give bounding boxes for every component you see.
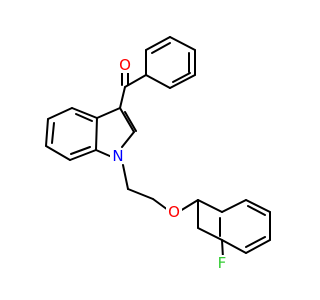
bond-phenyl-inner-1 — [172, 72, 191, 83]
atom-label-fluorine: F — [218, 254, 227, 272]
bond-pyrrole-1 — [119, 107, 135, 133]
bond-carbonyl-phenyl — [124, 74, 147, 88]
atom-label-indole-nitrogen: N — [112, 147, 123, 165]
bond-ch2-ether — [152, 198, 169, 211]
bond-pyrrole-4 — [95, 117, 98, 151]
bond-phenyl-4 — [169, 36, 196, 51]
bond-fphenyl-3 — [245, 199, 271, 213]
bond-indole-benz-inner-1 — [75, 113, 93, 122]
bond-indole-benz-5 — [69, 149, 97, 161]
bond-fphenyl-7 — [197, 227, 223, 241]
bond-ch2-ch2 — [127, 188, 154, 200]
atom-indole-nitrogen: N — [110, 147, 126, 165]
atom-label-group: O N O F — [110, 56, 230, 272]
bond-fphenyl-6 — [221, 239, 247, 254]
atom-label-ether-oxygen: O — [168, 203, 180, 221]
bond-indole-benz-4 — [45, 145, 71, 161]
bond-fphenyl-2 — [221, 199, 247, 213]
bond-indole-benz-1 — [71, 107, 98, 119]
bond-phenyl-2 — [169, 74, 196, 89]
bond-pyrrole-5 — [96, 107, 121, 119]
atom-label-carbonyl-oxygen: O — [119, 56, 131, 74]
bond-fphenyl-5 — [245, 239, 271, 254]
bond-n-ch2 — [122, 164, 129, 190]
molecule-structure: O N O F — [45, 36, 271, 272]
bond-phenyl-1 — [145, 74, 171, 89]
atom-ether-oxygen: O — [166, 203, 182, 221]
bond-phenyl-5 — [145, 36, 171, 51]
bond-indole-benz-inner-3 — [70, 146, 91, 155]
atom-fluorine: F — [214, 254, 230, 272]
bond-pyrrole-3 — [95, 149, 113, 158]
bond-indole-benz-inner-2 — [51, 122, 55, 144]
bond-indole-benz-3 — [45, 118, 49, 147]
bond-fphenyl-1 — [197, 199, 223, 213]
bond-carbonyl-indole — [119, 86, 126, 109]
atom-carbonyl-oxygen: O — [117, 56, 133, 74]
bond-fphenyl-inner-2 — [247, 205, 266, 216]
bond-ether-aryl — [179, 199, 199, 212]
bond-fphenyl-inner-3 — [245, 236, 266, 248]
bond-pyrrole-inner — [124, 111, 137, 132]
bond-phenyl-inner-2 — [151, 42, 171, 54]
bond-pyrrole-2 — [121, 131, 135, 148]
bond-indole-benz-2 — [47, 107, 73, 120]
bond-group — [45, 36, 271, 259]
